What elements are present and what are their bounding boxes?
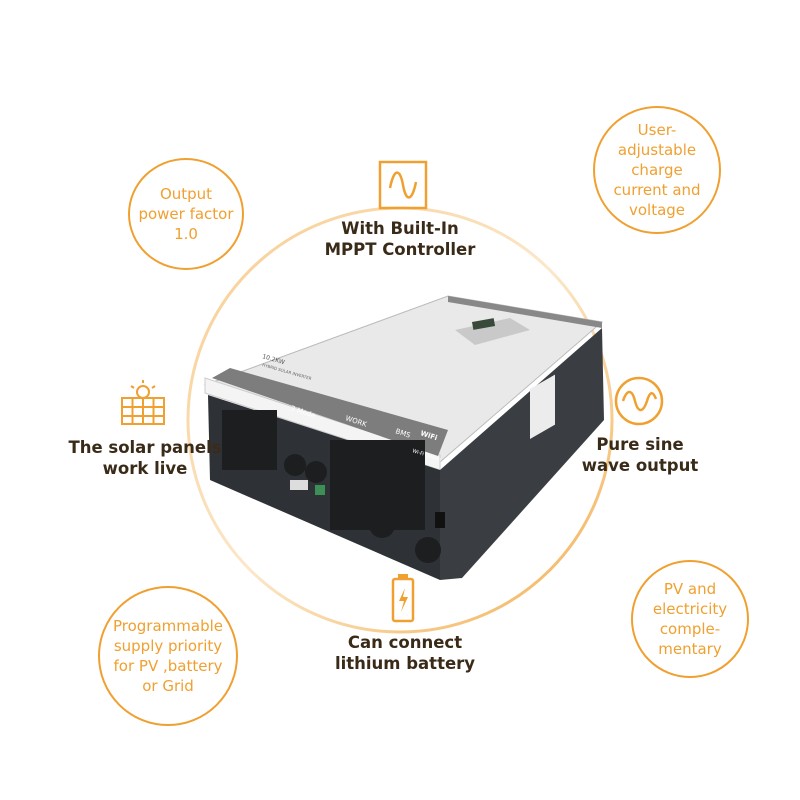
bubble-priority: Programmable supply priority for PV ,bat…: [98, 586, 238, 726]
feature-line: work live: [102, 459, 188, 478]
feature-battery: Can connect lithium battery: [320, 632, 490, 674]
bubble-text: Output power factor 1.0: [138, 185, 234, 243]
feature-line: The solar panels: [68, 438, 222, 457]
feature-sine: Pure sine wave output: [570, 434, 710, 476]
feature-line: MPPT Controller: [324, 240, 476, 259]
feature-line: With Built-In: [341, 219, 459, 238]
bubble-pv-grid: PV and electricity comple-mentary: [631, 560, 749, 678]
feature-mppt: With Built-In MPPT Controller: [310, 218, 490, 260]
bubble-text: User-adjustable charge current and volta…: [613, 121, 701, 219]
feature-solar: The solar panels work live: [60, 437, 230, 479]
bubble-charge: User-adjustable charge current and volta…: [593, 106, 721, 234]
feature-line: lithium battery: [334, 654, 476, 673]
bubble-text: PV and electricity comple-mentary: [652, 580, 728, 658]
sine-wave-circle-icon: [614, 376, 664, 426]
bubble-power-factor: Output power factor 1.0: [128, 158, 244, 270]
bubble-text: Programmable supply priority for PV ,bat…: [112, 617, 223, 695]
feature-line: Can connect: [347, 633, 463, 652]
feature-line: wave output: [581, 456, 699, 475]
solar-panel-icon: [121, 380, 165, 425]
feature-line: Pure sine: [596, 435, 684, 454]
battery-icon: [391, 574, 415, 623]
sine-wave-box-icon: [378, 160, 428, 210]
inverter-product-image: 3 Mode WORK BMS WiFi Wi-Fi Option 10.2KW…: [203, 295, 604, 580]
